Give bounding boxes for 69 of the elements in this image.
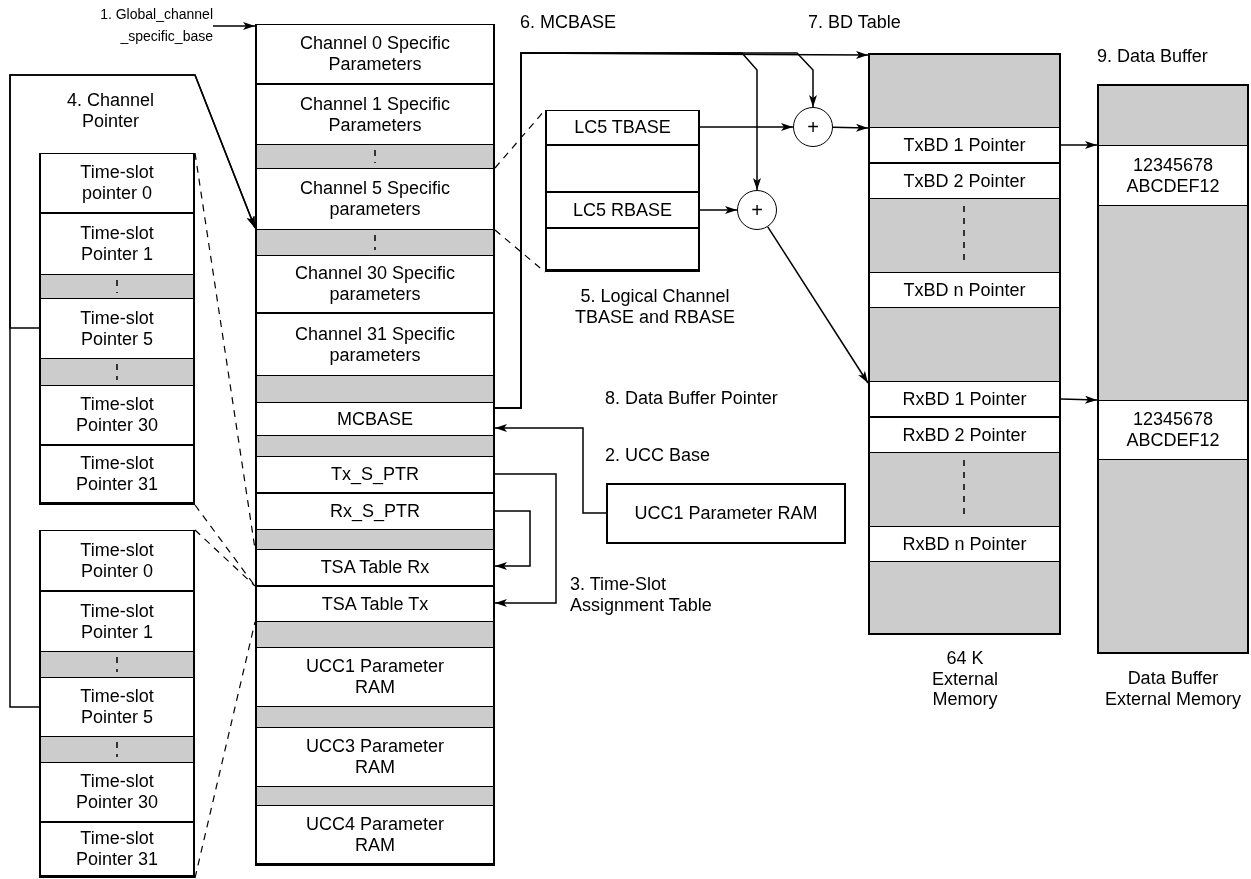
arrow (494, 510, 531, 570)
table-caption: 5. Logical Channel TBASE and RBASE (573, 286, 737, 328)
table-row: Channel 0 Specific Parameters (257, 24, 493, 84)
table-row: Time-slot Pointer 0 (41, 530, 193, 591)
table-row: Channel 5 Specific parameters (257, 168, 493, 230)
arrow (494, 424, 607, 514)
memory-table (255, 24, 495, 866)
callout-label: 9. Data Buffer (1097, 46, 1209, 67)
table-row: Channel 30 Specific parameters (257, 255, 493, 313)
memory-table (39, 153, 195, 505)
callout-label: 4. Channel Pointer (65, 90, 156, 132)
arrow (832, 123, 869, 132)
adder-circle: + (737, 190, 777, 230)
arrow (9, 74, 256, 708)
callout-label: 8. Data Buffer Pointer (605, 388, 779, 409)
parameter-box: UCC1 Parameter RAM (606, 483, 846, 544)
table-row: TSA Table Tx (257, 586, 493, 622)
table-row: Time-slot Pointer 31 (41, 445, 193, 503)
table-row: Time-slot Pointer 5 (41, 298, 193, 359)
table-row: MCBASE (257, 402, 493, 436)
dashed-line (194, 529, 256, 587)
table-row: TSA Table Rx (257, 549, 493, 586)
table-row: UCC4 Parameter RAM (257, 805, 493, 864)
table-row: TxBD 2 Pointer (870, 163, 1059, 199)
table-row: Channel 31 Specific parameters (257, 313, 493, 376)
table-row: TxBD n Pointer (870, 272, 1059, 308)
arrow (699, 206, 738, 214)
callout-label: 6. MCBASE (520, 12, 618, 33)
memory-table (545, 110, 700, 272)
pointer-label: 1. Global_channel _specific_base (55, 4, 213, 48)
table-row: Channel 1 Specific Parameters (257, 84, 493, 145)
arrow (212, 22, 256, 30)
dashed-line (194, 504, 256, 587)
memory-table (39, 530, 195, 878)
arrow (699, 123, 794, 131)
table-row: 12345678 ABCDEF12 (1099, 400, 1247, 460)
arrow (1060, 395, 1098, 404)
table-row: RxBD 1 Pointer (870, 381, 1059, 417)
table-row: RxBD 2 Pointer (870, 417, 1059, 453)
empty-row (547, 145, 698, 192)
table-row: Time-slot Pointer 30 (41, 385, 193, 445)
table-row: LC5 RBASE (547, 192, 698, 228)
callout-label: 3. Time-Slot Assignment Table (570, 574, 713, 616)
table-row: Time-slot Pointer 5 (41, 677, 193, 737)
table-row: Time-slot Pointer 31 (41, 822, 193, 876)
table-row: 12345678 ABCDEF12 (1099, 145, 1247, 206)
table-row: TxBD 1 Pointer (870, 127, 1059, 163)
table-caption: Data Buffer External Memory (1103, 668, 1242, 710)
table-row: UCC3 Parameter RAM (257, 727, 493, 787)
dashed-line (194, 621, 256, 879)
arrow (1060, 141, 1098, 149)
table-row: Time-slot Pointer 1 (41, 213, 193, 275)
arrow (494, 473, 557, 607)
memory-table (1097, 84, 1249, 654)
empty-row (547, 228, 698, 270)
table-row: Time-slot Pointer 1 (41, 591, 193, 652)
callout-label: 7. BD Table (808, 12, 902, 33)
memory-table (868, 53, 1061, 635)
table-caption: 64 K External Memory (930, 648, 999, 711)
arrow (767, 226, 869, 384)
table-row: Time-slot Pointer 30 (41, 762, 193, 822)
table-row: LC5 TBASE (547, 110, 698, 145)
table-row: UCC1 Parameter RAM (257, 647, 493, 707)
table-row: RxBD n Pointer (870, 526, 1059, 562)
table-row: Time-slot pointer 0 (41, 153, 193, 213)
adder-circle: + (793, 107, 833, 147)
table-row: Tx_S_PTR (257, 456, 493, 493)
table-row: Rx_S_PTR (257, 493, 493, 530)
callout-label: 2. UCC Base (605, 445, 712, 466)
